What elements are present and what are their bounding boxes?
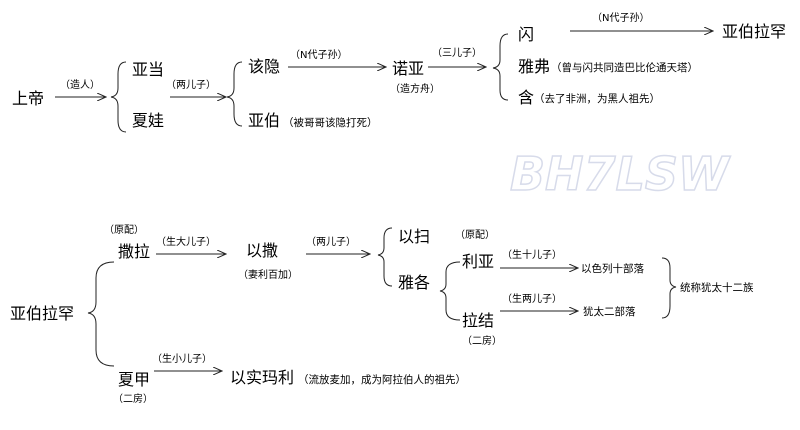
node-isaac: 以撒	[246, 241, 278, 260]
sarah-tag: （原配）	[104, 224, 144, 236]
node-rachel: 拉结	[462, 311, 494, 330]
leah-tag: （原配）	[455, 229, 495, 241]
brace-noah-sons	[492, 33, 509, 101]
node-eve: 夏娃	[132, 111, 164, 130]
node-hagar: 夏甲	[118, 370, 150, 389]
japheth-note: （曾与闪共同造巴比伦通天塔）	[551, 61, 698, 74]
edge-label-eldest-son: （生大儿子）	[156, 235, 216, 248]
ham-note: （去了非洲，为黑人祖先）	[534, 92, 660, 105]
edge-label-n-descendants-2: （N代子孙）	[592, 11, 649, 24]
edge-label-two-sons: （两儿子）	[166, 79, 216, 91]
abel-note: （被哥哥该隐打死）	[283, 116, 378, 129]
node-ten-tribes: 以色列十部落	[581, 262, 644, 275]
node-abraham-top: 亚伯拉罕	[722, 22, 786, 41]
summary-twelve-tribes: 统称犹太十二族	[680, 281, 754, 294]
node-adam: 亚当	[132, 60, 164, 79]
brace-adam-eve	[110, 61, 127, 133]
node-leah: 利亚	[462, 252, 494, 271]
ishmael-note: （流放麦加，成为阿拉伯人的祖先）	[298, 373, 466, 386]
brace-jacob-wives	[439, 261, 461, 321]
node-two-tribes: 犹太二部落	[583, 305, 636, 318]
brace-abraham-wives	[87, 261, 115, 367]
node-jacob: 雅各	[398, 273, 430, 292]
edge-label-two-sons-bottom: （两儿子）	[306, 236, 356, 248]
watermark: BH7LSW	[510, 147, 731, 201]
node-ham: 含	[518, 88, 534, 107]
edge-label-n-descendants-1: （N代子孙）	[290, 48, 347, 61]
edge-label-youngest-son: （生小儿子）	[152, 352, 212, 365]
brace-seth-abel	[226, 61, 243, 127]
isaac-note: （妻利百加）	[238, 268, 298, 281]
edge-label-three-sons: （三儿子）	[432, 47, 482, 59]
node-noah: 诺亚	[392, 59, 424, 78]
brace-esau-jacob	[377, 227, 393, 287]
node-sarah: 撒拉	[118, 242, 150, 261]
brace-twelve-tribes	[661, 257, 677, 319]
node-esau: 以扫	[398, 227, 430, 246]
node-shem: 闪	[518, 25, 534, 44]
node-god: 上帝	[12, 89, 44, 108]
node-seth: 该隐	[248, 57, 280, 76]
edge-label-two-sons-rachel: （生两儿子）	[502, 292, 562, 305]
node-abel: 亚伯	[248, 111, 280, 130]
edge-label-ten-sons: （生十儿子）	[502, 248, 562, 261]
node-japheth: 雅弗	[518, 57, 550, 76]
hagar-tag: （二房）	[113, 392, 153, 405]
node-ishmael: 以实玛利	[230, 368, 294, 387]
node-abraham: 亚伯拉罕	[10, 304, 74, 323]
edge-label-create: （造人）	[60, 78, 100, 91]
rachel-tag: （二房）	[462, 334, 502, 347]
noah-note: （造方舟）	[390, 82, 440, 95]
